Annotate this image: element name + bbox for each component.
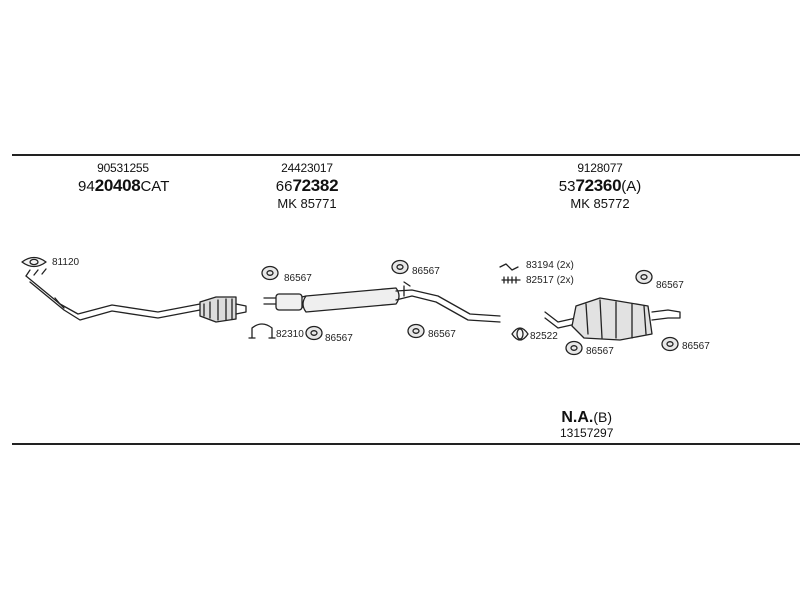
rubber-mount-86567-b-icon xyxy=(305,325,323,341)
rubber-mount-86567-f-icon xyxy=(565,340,583,356)
na-suffix: (B) xyxy=(593,409,613,425)
label-82522: 82522 xyxy=(530,331,558,342)
label-86567-f: 86567 xyxy=(586,346,614,357)
rubber-mount-86567-d-icon xyxy=(407,323,425,339)
label-83194: 83194 (2x) xyxy=(526,260,574,271)
label-86567-e: 86567 xyxy=(656,280,684,291)
middle-silencer-part-number: 6672382 xyxy=(275,176,339,195)
gasket-82522-icon xyxy=(511,327,529,341)
na-note: N.A.(B) 13157297 xyxy=(560,409,614,440)
front-pipe-group: 90531255 9420408CAT xyxy=(78,161,170,195)
label-86567-g: 86567 xyxy=(682,341,710,352)
bottom-divider xyxy=(12,443,800,445)
label-82310: 82310 xyxy=(276,329,304,340)
rubber-mount-86567-a-icon xyxy=(261,265,279,281)
front-pipe-with-catalyst-icon xyxy=(25,268,247,323)
label-86567-c: 86567 xyxy=(412,266,440,277)
rubber-mount-86567-c-icon xyxy=(391,259,409,275)
top-divider xyxy=(12,154,800,156)
label-86567-b: 86567 xyxy=(325,333,353,344)
middle-silencer-oe-number: 24423017 xyxy=(281,161,333,175)
front-pipe-oe-number: 90531255 xyxy=(97,161,149,175)
bolt-82517-icon xyxy=(501,276,521,284)
middle-silencer-pipe-icon xyxy=(263,281,501,323)
rear-silencer-part-number: 5372360(A) xyxy=(558,176,642,195)
front-pipe-part-number: 9420408CAT xyxy=(78,176,170,195)
label-81120: 81120 xyxy=(52,257,80,268)
rear-silencer-oe-number: 9128077 xyxy=(577,161,623,175)
label-82517: 82517 (2x) xyxy=(526,275,574,286)
hanger-83194-icon xyxy=(499,263,519,271)
rear-silencer-mounting-kit: MK 85772 xyxy=(570,196,630,211)
rear-silencer-group: 9128077 5372360(A) MK 85772 xyxy=(548,162,652,210)
na-number: 13157297 xyxy=(560,426,614,440)
middle-silencer-mounting-kit: MK 85771 xyxy=(277,196,337,211)
label-86567-d: 86567 xyxy=(428,329,456,340)
rubber-mount-86567-e-icon xyxy=(635,269,653,285)
rear-silencer-icon xyxy=(544,297,681,341)
gasket-81120-icon xyxy=(21,256,47,268)
label-86567-a: 86567 xyxy=(284,273,312,284)
middle-silencer-group: 24423017 6672382 MK 85771 xyxy=(260,162,354,210)
clamp-82310-icon xyxy=(248,323,276,339)
na-title: N.A. xyxy=(561,409,594,426)
rubber-mount-86567-g-icon xyxy=(661,336,679,352)
